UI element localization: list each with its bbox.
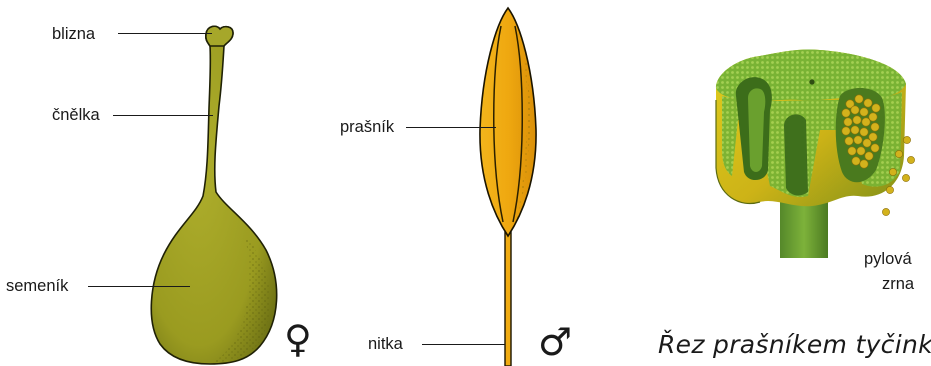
section-center-dot <box>809 79 814 84</box>
label-cnelka: čnělka <box>52 106 101 124</box>
caption: Řez prašníkem tyčinky <box>658 330 931 359</box>
female-symbol: ♀ <box>284 317 312 361</box>
pistil <box>151 26 276 364</box>
label-blizna: blizna <box>52 25 96 43</box>
label-blizna-group: blizna <box>52 25 212 43</box>
label-pylova-zrna-group: pylová zrna <box>864 250 915 293</box>
male-symbol: ♂ <box>538 320 572 364</box>
label-prasnik: prašník <box>340 118 395 136</box>
label-nitka-group: nitka <box>368 335 505 353</box>
label-nitka: nitka <box>368 335 404 353</box>
stigma <box>206 26 233 46</box>
anther-cross-section <box>716 49 915 258</box>
stamen <box>480 8 536 366</box>
label-semenik: semeník <box>6 277 69 295</box>
label-pylova-zrna-line1: pylová <box>864 250 913 268</box>
label-pylova-zrna-line2: zrna <box>882 275 915 293</box>
label-prasnik-group: prašník <box>340 118 496 136</box>
pollen-sac-middle <box>784 114 808 195</box>
label-cnelka-group: čnělka <box>52 106 213 124</box>
filament <box>505 232 511 366</box>
